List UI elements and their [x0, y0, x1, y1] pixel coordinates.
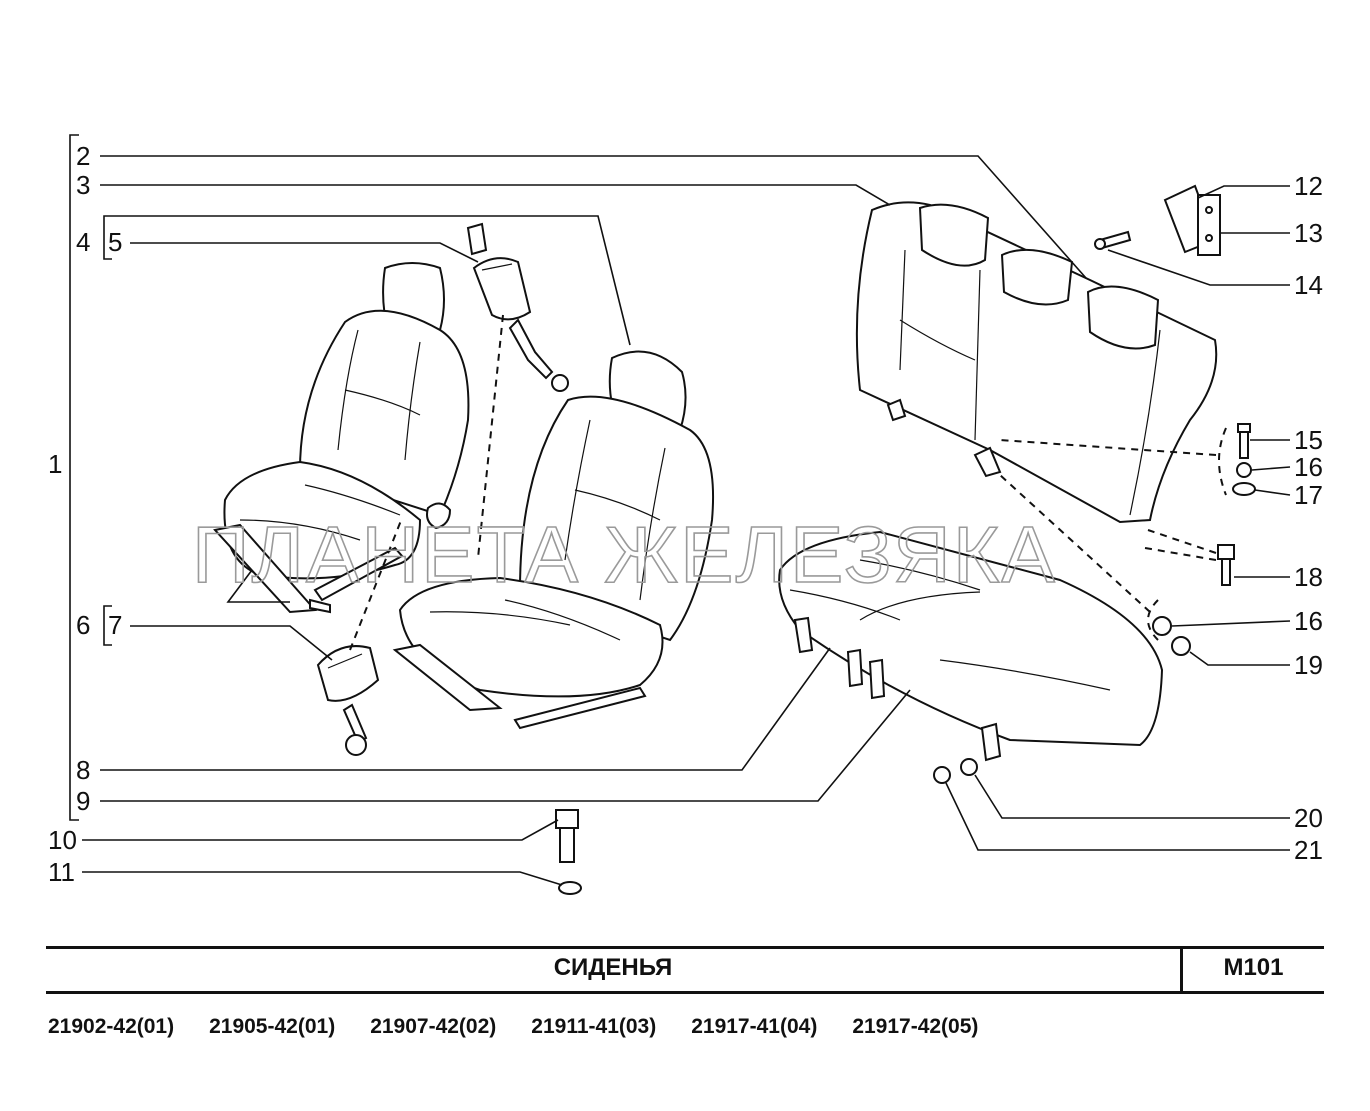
- washer-20: [960, 758, 978, 776]
- callout-8: 8: [76, 755, 90, 785]
- callout-1: 1: [48, 449, 62, 479]
- title-frame: [46, 946, 1324, 994]
- washer-11: [558, 881, 582, 895]
- callout-16-lower: 16: [1294, 606, 1323, 636]
- model-code: 21917-41(04): [691, 1015, 818, 1038]
- leader-20: [974, 774, 1290, 819]
- callout-20: 20: [1294, 803, 1323, 833]
- leader-5: [130, 242, 479, 263]
- seat-belt-buckle-rear: [466, 222, 569, 392]
- group-bracket-1: [69, 134, 79, 821]
- page-title: СИДЕНЬЯ: [553, 954, 673, 981]
- leader-17: [1254, 489, 1291, 496]
- callout-13: 13: [1294, 218, 1323, 248]
- assembly-path-18b: [1144, 547, 1217, 561]
- leader-21: [945, 782, 1290, 851]
- callout-4: 4: [76, 227, 90, 257]
- callout-18: 18: [1294, 562, 1323, 592]
- leader-7: [130, 625, 333, 661]
- bolt-10: [555, 809, 579, 863]
- group-bracket-4: [103, 215, 112, 260]
- callout-14: 14: [1294, 270, 1323, 300]
- model-code: 21907-42(02): [370, 1015, 497, 1038]
- rear-seat-back: [855, 201, 1218, 524]
- model-code: 21917-42(05): [852, 1015, 979, 1038]
- washer-17: [1232, 482, 1256, 496]
- callout-labels: 1 2 3 4 5 6 7 8 9 10 11 12 13 14 15 16 1…: [48, 141, 1323, 887]
- model-code: 21905-42(01): [209, 1015, 336, 1038]
- assembly-path-7: [349, 517, 403, 651]
- leader-10: [82, 819, 559, 841]
- washer-16-lower: [1152, 616, 1172, 636]
- callout-19: 19: [1294, 650, 1323, 680]
- callout-15: 15: [1294, 425, 1323, 455]
- leader-16a: [1251, 466, 1291, 471]
- callout-12: 12: [1294, 171, 1323, 201]
- page-code: M101: [1223, 954, 1284, 981]
- leader-4: [112, 215, 631, 346]
- leader-16b: [1171, 620, 1291, 627]
- callout-3: 3: [76, 170, 90, 200]
- model-code: 21911-41(03): [531, 1015, 657, 1038]
- front-seat-right: [392, 350, 715, 730]
- assembly-path-5: [477, 314, 504, 559]
- bolt-18: [1217, 544, 1235, 586]
- callout-10: 10: [48, 825, 77, 855]
- bolt-15: [1237, 423, 1251, 459]
- leader-9: [100, 689, 911, 802]
- callout-17: 17: [1294, 480, 1323, 510]
- rear-seat-cushion: [778, 530, 1164, 762]
- callout-16-upper: 16: [1294, 452, 1323, 482]
- leader-19: [1189, 651, 1290, 666]
- leader-14: [1107, 249, 1290, 286]
- seat-belt-buckle-front: [316, 645, 380, 756]
- leader-6: [226, 569, 290, 603]
- front-seat-left: [213, 262, 470, 614]
- watermark: ПЛАНЕТА ЖЕЛЕЗЯКА: [192, 510, 1057, 599]
- model-code: 21902-42(01): [48, 1015, 175, 1038]
- washer-16-upper: [1236, 462, 1252, 478]
- callout-21: 21: [1294, 835, 1323, 865]
- title-divider: [1180, 946, 1183, 991]
- callout-11: 11: [48, 857, 75, 887]
- bolt-14: [1094, 230, 1132, 250]
- hinge-bracket: [1163, 184, 1221, 256]
- nut-21: [933, 766, 951, 784]
- callout-6: 6: [76, 610, 90, 640]
- model-list: 21902-42(01) 21905-42(01) 21907-42(02) 2…: [48, 1015, 978, 1039]
- bracket-15-17: [1218, 427, 1227, 496]
- leader-8: [100, 647, 831, 771]
- callout-5: 5: [108, 227, 122, 257]
- leader-12: [1197, 185, 1290, 199]
- bracket-16: [1147, 599, 1159, 641]
- callout-9: 9: [76, 786, 90, 816]
- leader-3: [100, 184, 891, 206]
- assembly-path-16: [999, 474, 1151, 613]
- nut-19: [1171, 636, 1191, 656]
- leader-2: [100, 155, 1087, 279]
- leader-11: [82, 871, 563, 886]
- group-bracket-6: [103, 605, 112, 646]
- assembly-path-15: [999, 439, 1217, 456]
- callout-2: 2: [76, 141, 90, 171]
- callout-7: 7: [108, 610, 122, 640]
